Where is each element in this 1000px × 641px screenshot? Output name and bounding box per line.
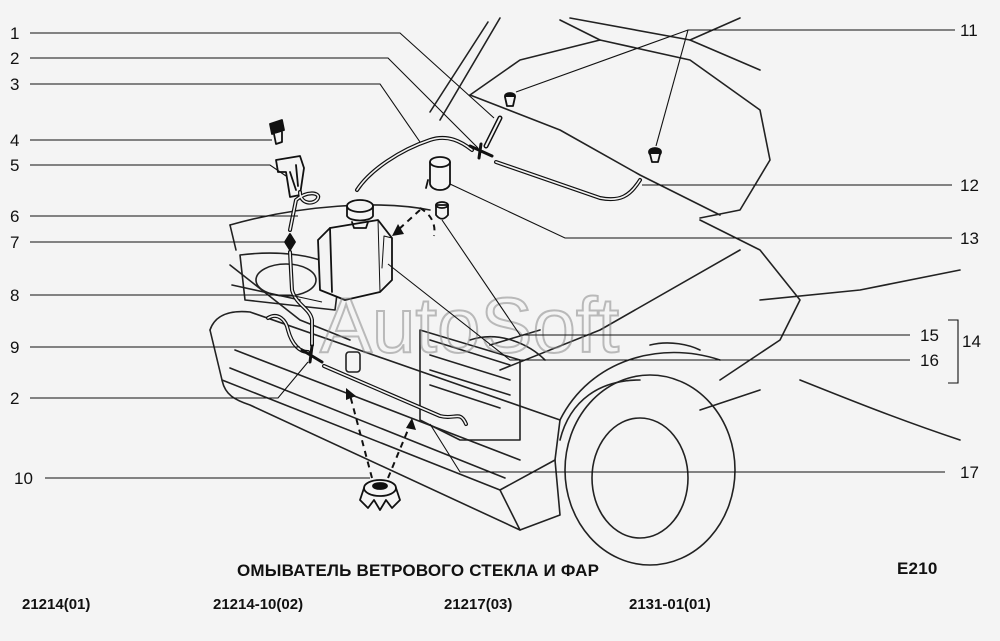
callout-3: 3 (10, 75, 19, 94)
callout-12: 12 (960, 176, 979, 195)
diagram-title: ОМЫВАТЕЛЬ ВЕТРОВОГО СТЕКЛА И ФАР (237, 561, 600, 580)
washer-nozzle-right (648, 147, 662, 163)
washer-components (266, 92, 662, 511)
hose-clip (359, 479, 401, 511)
callout-6: 6 (10, 207, 19, 226)
model-label-3: 21217(03) (444, 596, 513, 613)
callout-9: 9 (10, 338, 19, 357)
washer-reservoir (317, 219, 393, 301)
callout-16: 16 (920, 351, 939, 370)
callout-10: 10 (14, 469, 33, 488)
callout-11: 11 (960, 21, 978, 40)
arrow-heads (346, 224, 416, 430)
callout-14: 14 (962, 332, 981, 351)
model-label-2: 21214-10(02) (213, 596, 304, 613)
car-body-outline (209, 17, 961, 566)
callout-2: 2 (10, 49, 19, 68)
callout-5: 5 (10, 156, 19, 175)
assembly-arrows (349, 207, 436, 479)
watermark: AutoSoft (320, 281, 620, 369)
callout-1: 1 (10, 24, 19, 43)
callout-7: 7 (10, 233, 19, 252)
callout-4: 4 (10, 131, 19, 150)
diagram-code: E210 (897, 559, 938, 578)
leader-lines (30, 29, 959, 479)
callout-17: 17 (960, 463, 979, 482)
washer-nozzle-left (504, 92, 516, 107)
fixing-nut (269, 119, 285, 145)
washer-pump (429, 156, 451, 168)
callout-2-lower: 2 (10, 389, 19, 408)
model-label-4: 2131-01(01) (629, 596, 711, 613)
callout-8: 8 (10, 286, 19, 305)
callout-13: 13 (960, 229, 979, 248)
callouts: 1 2 3 4 5 6 7 8 9 2 10 11 12 13 15 14 16… (10, 21, 981, 488)
model-label-1: 21214(01) (22, 596, 91, 613)
callout-15: 15 (920, 326, 939, 345)
reservoir-cap (346, 199, 374, 213)
